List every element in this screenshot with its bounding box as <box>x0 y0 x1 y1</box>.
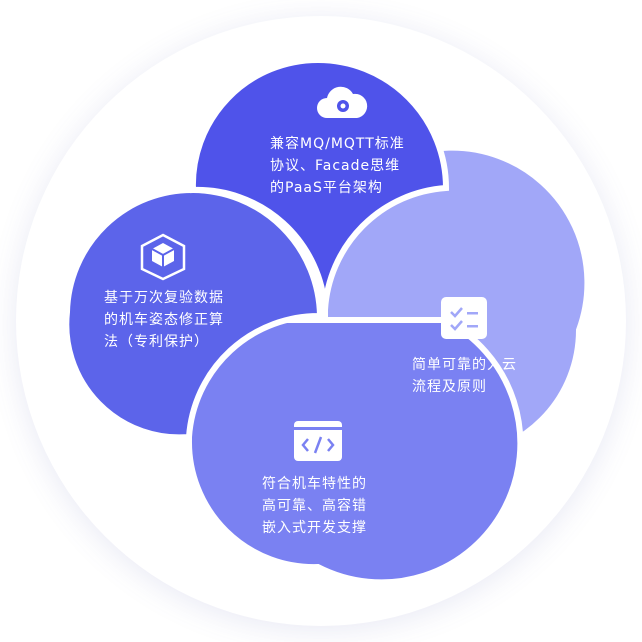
feature-left-text: 基于万次复验数据 的机车姿态修正算 法（专利保护） <box>104 290 224 350</box>
feature-top-text: 兼容MQ/MQTT标准 协议、Facade思维 的PaaS平台架构 <box>270 136 405 196</box>
feature-right-text: 简单可靠的入云 流程及原则 <box>412 357 517 395</box>
checklist-icon <box>441 297 487 343</box>
code-window-icon <box>294 421 342 465</box>
petal-bottom <box>185 317 524 586</box>
cloud-gear-icon <box>313 84 369 128</box>
cubes-icon <box>140 233 186 285</box>
feature-bottom-text: 符合机车特性的 高可靠、高容错 嵌入式开发支撑 <box>262 476 367 536</box>
petal-top <box>189 56 450 311</box>
